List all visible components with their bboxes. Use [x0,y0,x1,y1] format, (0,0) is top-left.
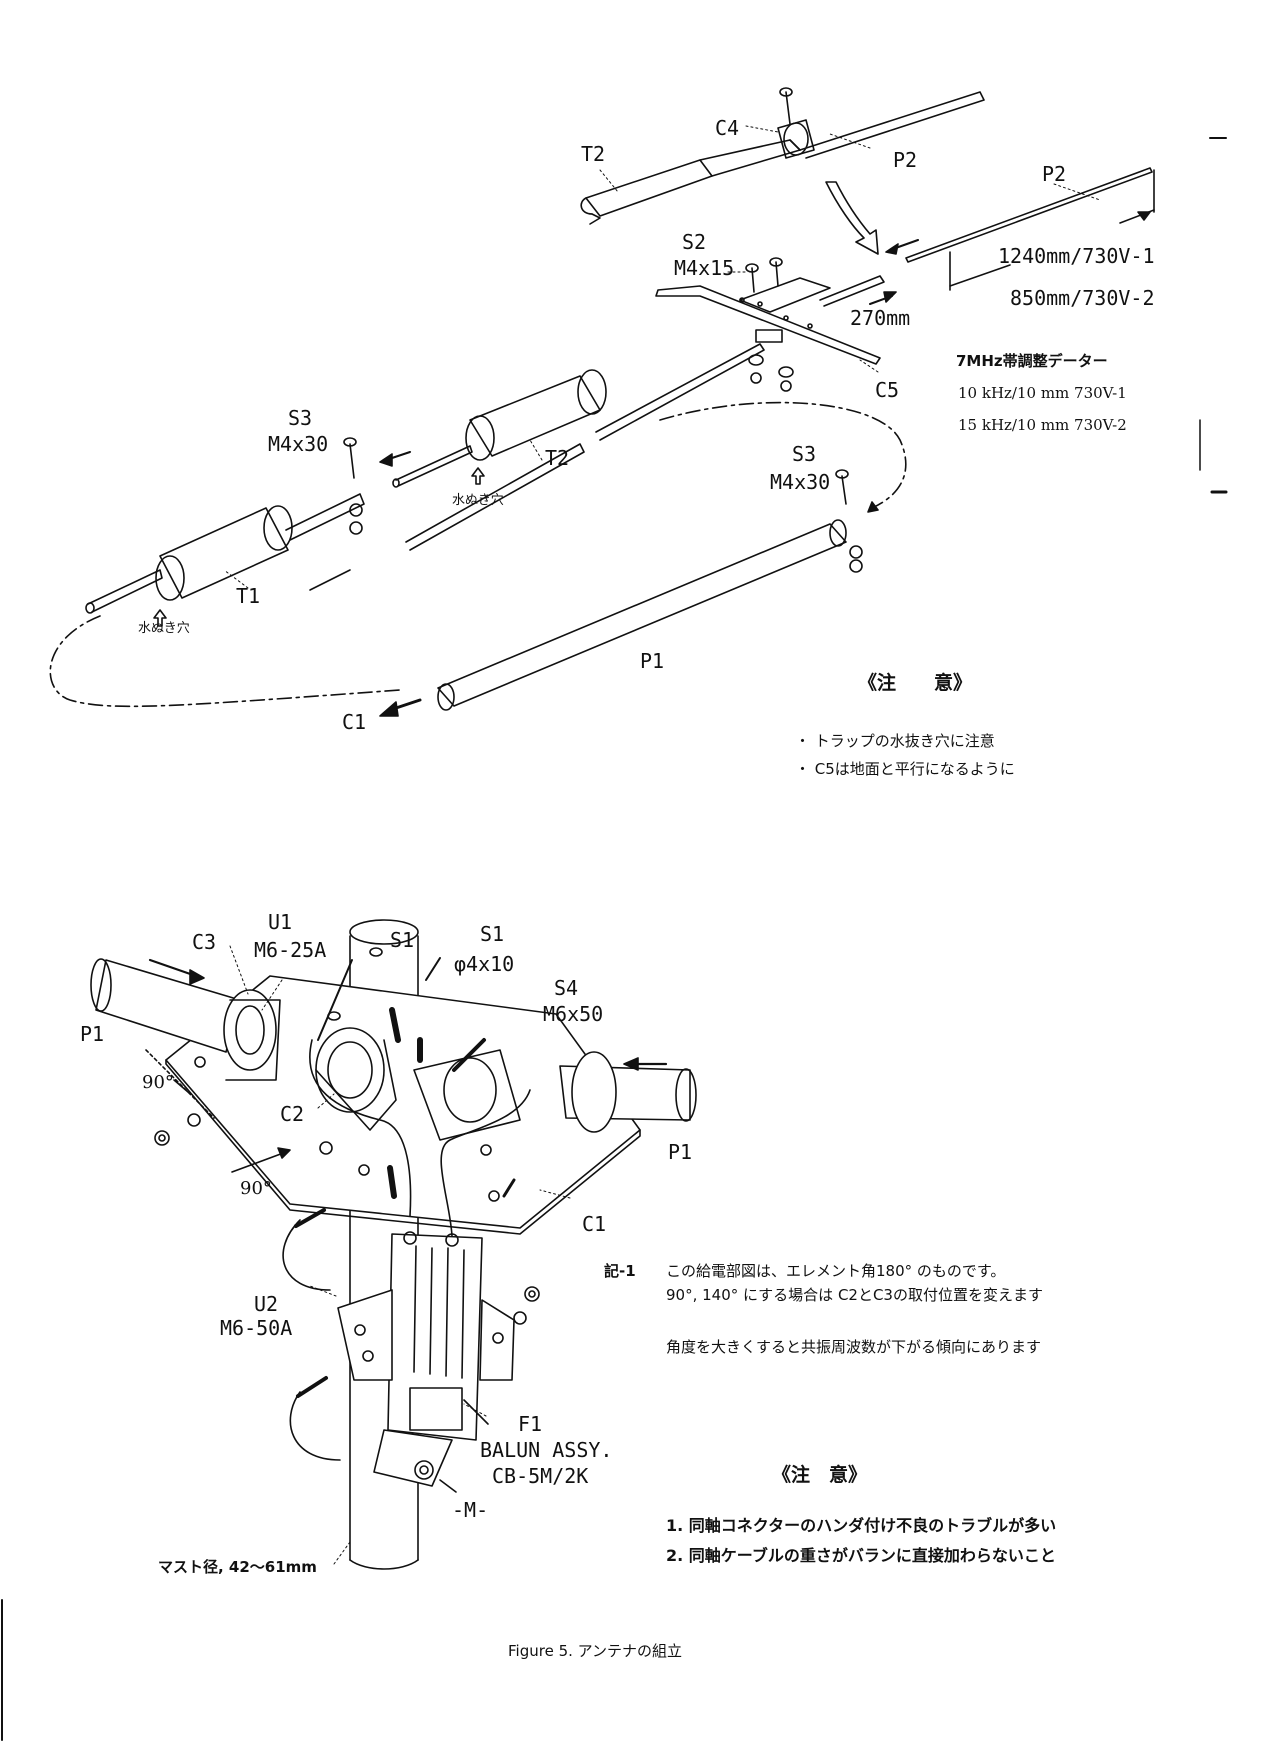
label-dim-270: 270mm [850,306,911,330]
leader-lines [223,125,1101,1565]
label-c1: C1 [342,710,367,734]
f1-balun [337,1231,515,1487]
p1-left-tube [90,958,241,1053]
label-s1-size: φ4x10 [454,952,515,976]
note-line-1: この給電部図は、エレメント角180° のものです。 [666,1262,1006,1280]
t2-p2-detail [580,91,985,225]
bolts [154,947,540,1461]
p1-right-tube [559,1051,697,1133]
label-length-2: 850mm/730V-2 [1010,286,1155,310]
label-f1: F1 [518,1412,543,1436]
label-mast-diameter: マスト径, 42〜61mm [158,1558,317,1576]
label-u1-size: M6-25A [254,938,327,962]
label-s4: S4 [554,976,579,1000]
routing-path [49,401,907,708]
note-line-3: 角度を大きくすると共振周波数が下がる傾向にあります [666,1338,1042,1356]
label-t2-mid: T2 [545,446,570,470]
label-s3-right: S3 [792,442,817,466]
adjust-data-title: 7MHz帯調整データー [956,352,1108,370]
right-clamp [413,1049,521,1141]
label-m: -M- [452,1498,489,1522]
label-c2: C2 [280,1102,305,1126]
c3-clamp [223,989,281,1081]
adjust-data-row-1: 10 kHz/10 mm 730V-1 [958,384,1127,402]
label-s1-a: S1 [390,928,415,952]
label-u2: U2 [254,1292,279,1316]
label-p1: P1 [640,649,665,673]
s3-right-screw [835,469,863,573]
label-s3-right-size: M4x30 [770,470,831,494]
caution-title-bottom: 《注 意》 [772,1464,868,1486]
label-s2: S2 [682,230,707,254]
t1-trap [85,493,365,614]
label-u2-size: M6-50A [220,1316,293,1340]
label-angle-2: 90° [240,1178,272,1199]
drain-hole-label-1: 水ぬき穴 [452,493,504,508]
adjust-data-row-2: 15 kHz/10 mm 730V-2 [958,416,1127,434]
label-p1-left: P1 [80,1022,105,1046]
caution-item-1: ・ トラップの水抜き穴に注意 [795,732,995,750]
label-p1-right: P1 [668,1140,693,1164]
note-label: 記-1 [604,1262,636,1280]
label-balun-model: CB-5M/2K [492,1464,589,1488]
label-s2-size: M4x15 [674,256,735,280]
label-angle-1: 90° [142,1072,174,1093]
c2-clamp [315,1027,397,1131]
label-t1: T1 [236,584,261,608]
label-c1-bottom: C1 [582,1212,607,1236]
label-s1-b: S1 [480,922,505,946]
note-line-2: 90°, 140° にする場合は C2とC3の取付位置を変えます [666,1286,1043,1304]
caution-bottom-item-1: 1. 同軸コネクターのハンダ付け不良のトラブルが多い [666,1516,1057,1535]
label-t2-top: T2 [581,142,606,166]
c1-plate [165,975,641,1235]
label-length-1: 1240mm/730V-1 [998,244,1155,268]
main-element-rod [309,343,765,591]
label-p2-top: P2 [893,148,918,172]
drain-hole-label-2: 水ぬき穴 [138,621,190,636]
label-c5: C5 [875,378,900,402]
c5-hub [655,257,881,392]
t2-trap [392,369,607,488]
label-c4: C4 [715,116,740,140]
caution-bottom-item-2: 2. 同軸ケーブルの重さがバランに直接加わらないこと [666,1546,1056,1565]
p1-tube [437,519,847,711]
s3-left-screw [343,437,363,535]
label-p2-right: P2 [1042,162,1067,186]
down-arrow-icon [825,181,879,255]
label-s3-left-size: M4x30 [268,432,329,456]
c4-clamp [777,87,815,159]
label-s4-size: M6x50 [543,1002,604,1026]
label-s3-left: S3 [288,406,313,430]
label-u1: U1 [268,910,293,934]
figure-caption: Figure 5. アンテナの組立 [508,1642,683,1660]
p2-rod [905,167,1155,291]
label-balun: BALUN ASSY. [480,1438,613,1462]
caution-title-top: 《注 意》 [858,672,973,694]
caution-item-2: ・ C5は地面と平行になるように [795,760,1015,778]
label-c3: C3 [192,930,217,954]
